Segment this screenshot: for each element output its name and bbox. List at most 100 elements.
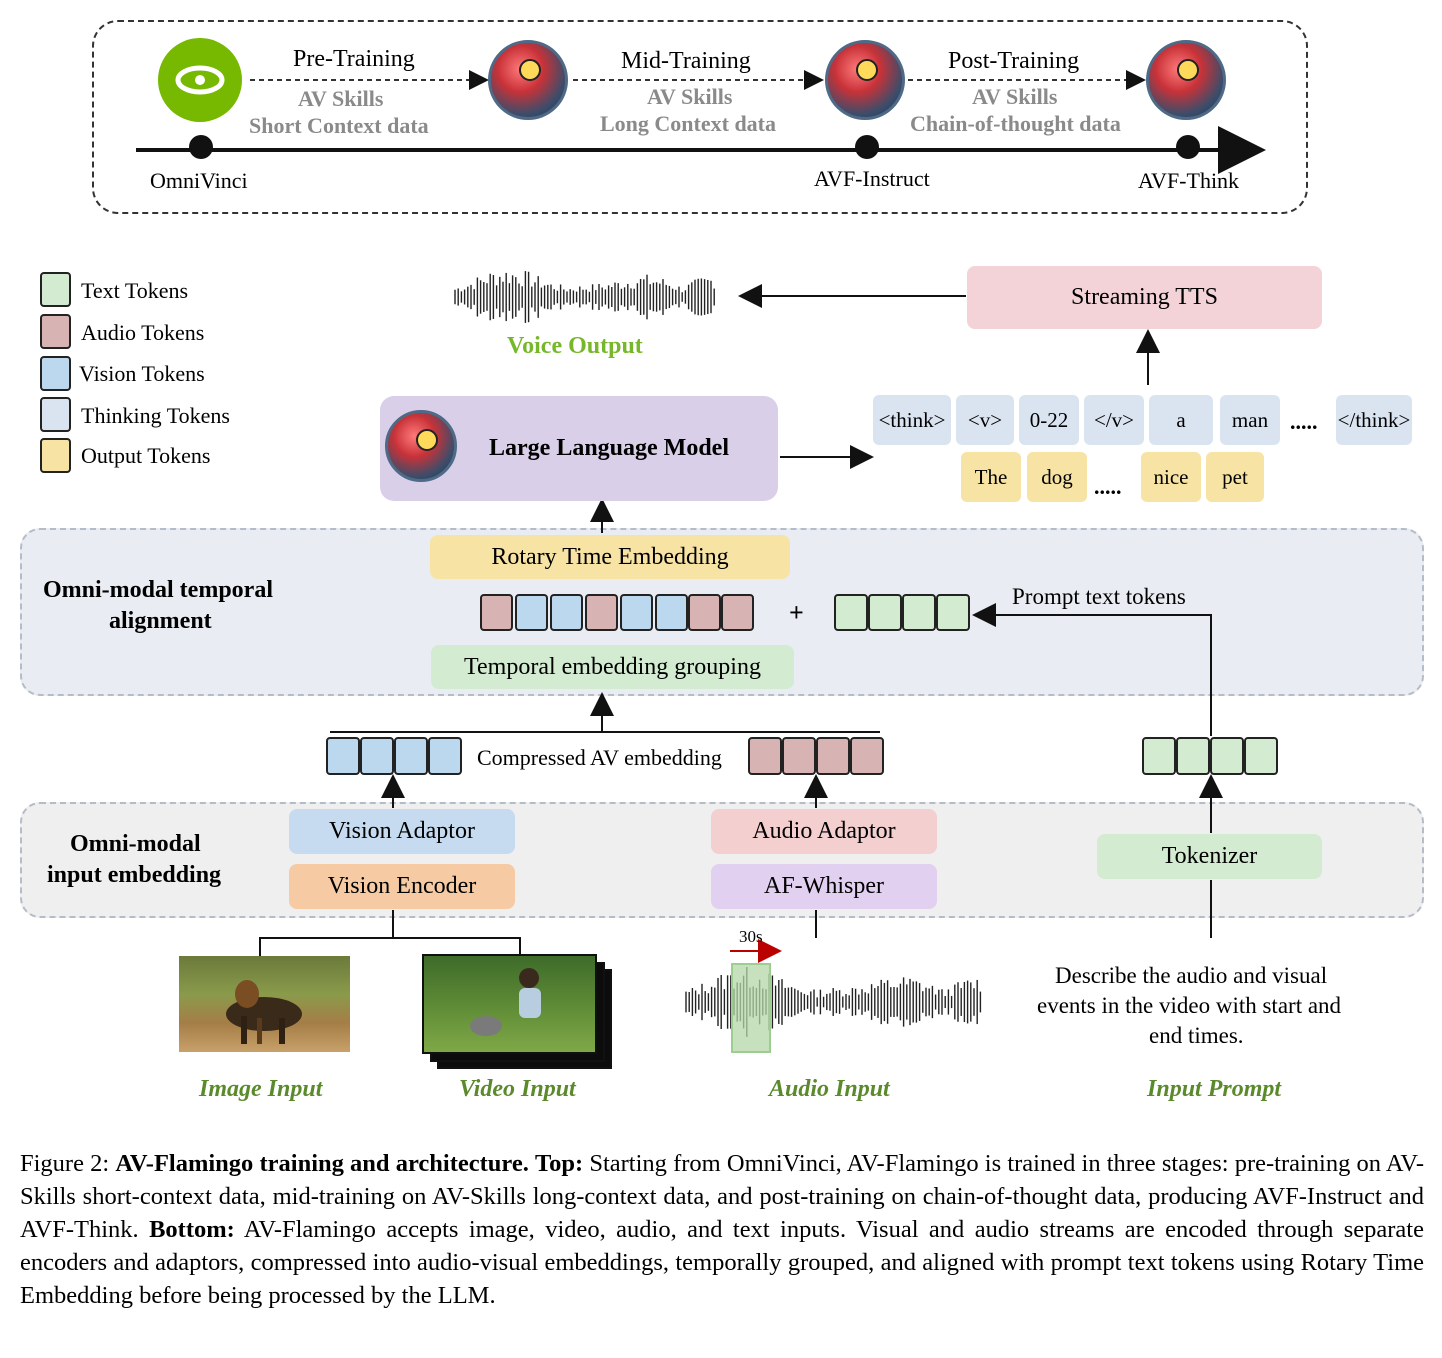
milestone-avf-think: AVF-Think <box>1138 168 1240 193</box>
input-region-label-1: Omni-modal <box>70 831 201 857</box>
input-region-label-2: input embedding <box>47 862 222 888</box>
flamingo-logo-3 <box>1146 40 1226 120</box>
training-pipeline-graphics <box>136 70 1266 174</box>
rotary-time-embedding-box: Rotary Time Embedding <box>430 535 790 579</box>
thinking-token: <v> <box>956 395 1014 445</box>
stage-midtraining-sub1: AV Skills <box>647 84 733 109</box>
compressed-vision-token <box>360 737 394 775</box>
audio-input-label: Audio Input <box>769 1076 890 1102</box>
grouped-vision-token <box>655 594 688 631</box>
prompt-text-token <box>834 594 868 631</box>
streaming-tts-box: Streaming TTS <box>967 266 1322 329</box>
image-input-label: Image Input <box>199 1076 323 1102</box>
tokenizer-label: Tokenizer <box>1161 843 1258 869</box>
grouped-vision-token <box>620 594 653 631</box>
stage-pretraining-sub2: Short Context data <box>249 113 429 138</box>
tokenized-prompt-token <box>1244 737 1278 775</box>
milestone-omnivinci-dot <box>189 135 213 159</box>
grouped-audio-token <box>688 594 721 631</box>
stage-pretraining-name: Pre-Training <box>293 46 415 72</box>
stage-pretraining-sub1: AV Skills <box>298 86 384 111</box>
grouped-vision-token <box>550 594 583 631</box>
thinking-token: man <box>1220 395 1280 445</box>
caption-bottom-label: Bottom: <box>149 1216 235 1243</box>
streaming-tts-label: Streaming TTS <box>1071 284 1218 310</box>
video-input-label: Video Input <box>459 1076 576 1102</box>
compressed-vision-token <box>326 737 360 775</box>
prompt-text-tokens-label: Prompt text tokens <box>1012 584 1186 609</box>
tokenized-prompt-token <box>1210 737 1244 775</box>
rotary-time-embedding-label: Rotary Time Embedding <box>491 543 729 570</box>
vision-encoder-box: Vision Encoder <box>289 864 515 909</box>
vision-adaptor-label: Vision Adaptor <box>329 818 475 844</box>
legend-swatch-thinking <box>40 397 71 432</box>
caption-top-text: Starting from OmniVinci, AV-Flamingo is … <box>20 1150 1424 1243</box>
temporal-grouping-label: Temporal embedding grouping <box>464 653 761 680</box>
legend-swatch-text <box>40 272 71 307</box>
thinking-token: <think> <box>873 395 951 445</box>
audio-adaptor-box: Audio Adaptor <box>711 809 937 854</box>
flamingo-logo-2 <box>825 40 905 120</box>
video-input-frame <box>422 954 597 1054</box>
temporal-grouping-box: Temporal embedding grouping <box>431 645 794 689</box>
legend-label-audio: Audio Tokens <box>81 320 205 345</box>
prompt-text-token <box>868 594 902 631</box>
tokenizer-box: Tokenizer <box>1097 834 1322 879</box>
stage-midtraining-name: Mid-Training <box>621 48 751 74</box>
stage-midtraining-sub2: Long Context data <box>600 111 777 136</box>
compressed-vision-token <box>428 737 462 775</box>
af-whisper-label: AF-Whisper <box>764 873 884 899</box>
voice-output-waveform <box>454 271 715 323</box>
legend-label-thinking: Thinking Tokens <box>81 403 230 428</box>
caption-prefix: Figure 2: <box>20 1150 116 1177</box>
grouped-audio-token <box>480 594 513 631</box>
legend-swatch-audio <box>40 314 71 349</box>
prompt-text-line-1: Describe the audio and visual <box>1055 963 1328 988</box>
output-token: nice <box>1141 452 1201 502</box>
tokenized-prompt-token <box>1176 737 1210 775</box>
output-token: The <box>961 452 1021 502</box>
prompt-text-line-2: events in the video with start and <box>1037 993 1342 1018</box>
output-token: pet <box>1206 452 1264 502</box>
vision-encoder-label: Vision Encoder <box>327 873 477 899</box>
grouped-audio-token <box>721 594 754 631</box>
caption-top-label: Top: <box>535 1150 584 1177</box>
audio-30s-window <box>731 963 771 1053</box>
stage-posttraining-sub1: AV Skills <box>972 84 1058 109</box>
legend-label-text: Text Tokens <box>81 278 189 303</box>
legend-swatch-vision <box>40 356 71 391</box>
compressed-audio-token <box>850 737 884 775</box>
output-token: dog <box>1027 452 1087 502</box>
prompt-text-token <box>936 594 970 631</box>
legend-label-output: Output Tokens <box>81 443 211 468</box>
compressed-vision-token <box>394 737 428 775</box>
compressed-audio-token <box>782 737 816 775</box>
tokenized-prompt-token <box>1142 737 1176 775</box>
training-pipeline-panel <box>92 20 1308 214</box>
prompt-text-token <box>902 594 936 631</box>
plus-sign: + <box>789 598 804 627</box>
legend-swatch-output <box>40 438 71 473</box>
thinking-token: 0-22 <box>1019 395 1079 445</box>
vision-adaptor-box: Vision Adaptor <box>289 809 515 854</box>
alignment-region-label-1: Omni-modal temporal <box>43 577 273 603</box>
legend-label-vision: Vision Tokens <box>79 361 205 386</box>
milestone-avf-instruct-dot <box>855 135 879 159</box>
alignment-region-label-2: alignment <box>109 608 212 634</box>
thinking-token: </think> <box>1336 395 1412 445</box>
stage-posttraining-sub2: Chain-of-thought data <box>910 111 1121 136</box>
image-input-dog-photo <box>179 956 350 1052</box>
audio-adaptor-label: Audio Adaptor <box>752 818 896 844</box>
milestone-avf-instruct: AVF-Instruct <box>814 166 930 191</box>
compressed-audio-token <box>816 737 850 775</box>
thinking-ellipsis: ..... <box>1290 409 1318 434</box>
milestone-avf-think-dot <box>1176 135 1200 159</box>
caption-bottom-text: AV-Flamingo accepts image, video, audio,… <box>20 1216 1424 1309</box>
llm-label: Large Language Model <box>489 435 729 461</box>
compressed-audio-token <box>748 737 782 775</box>
llm-flamingo-logo <box>385 410 457 482</box>
voice-output-label: Voice Output <box>507 333 643 359</box>
af-whisper-box: AF-Whisper <box>711 864 937 909</box>
stage-posttraining-name: Post-Training <box>948 48 1080 74</box>
audio-window-label: 30s <box>739 927 763 946</box>
